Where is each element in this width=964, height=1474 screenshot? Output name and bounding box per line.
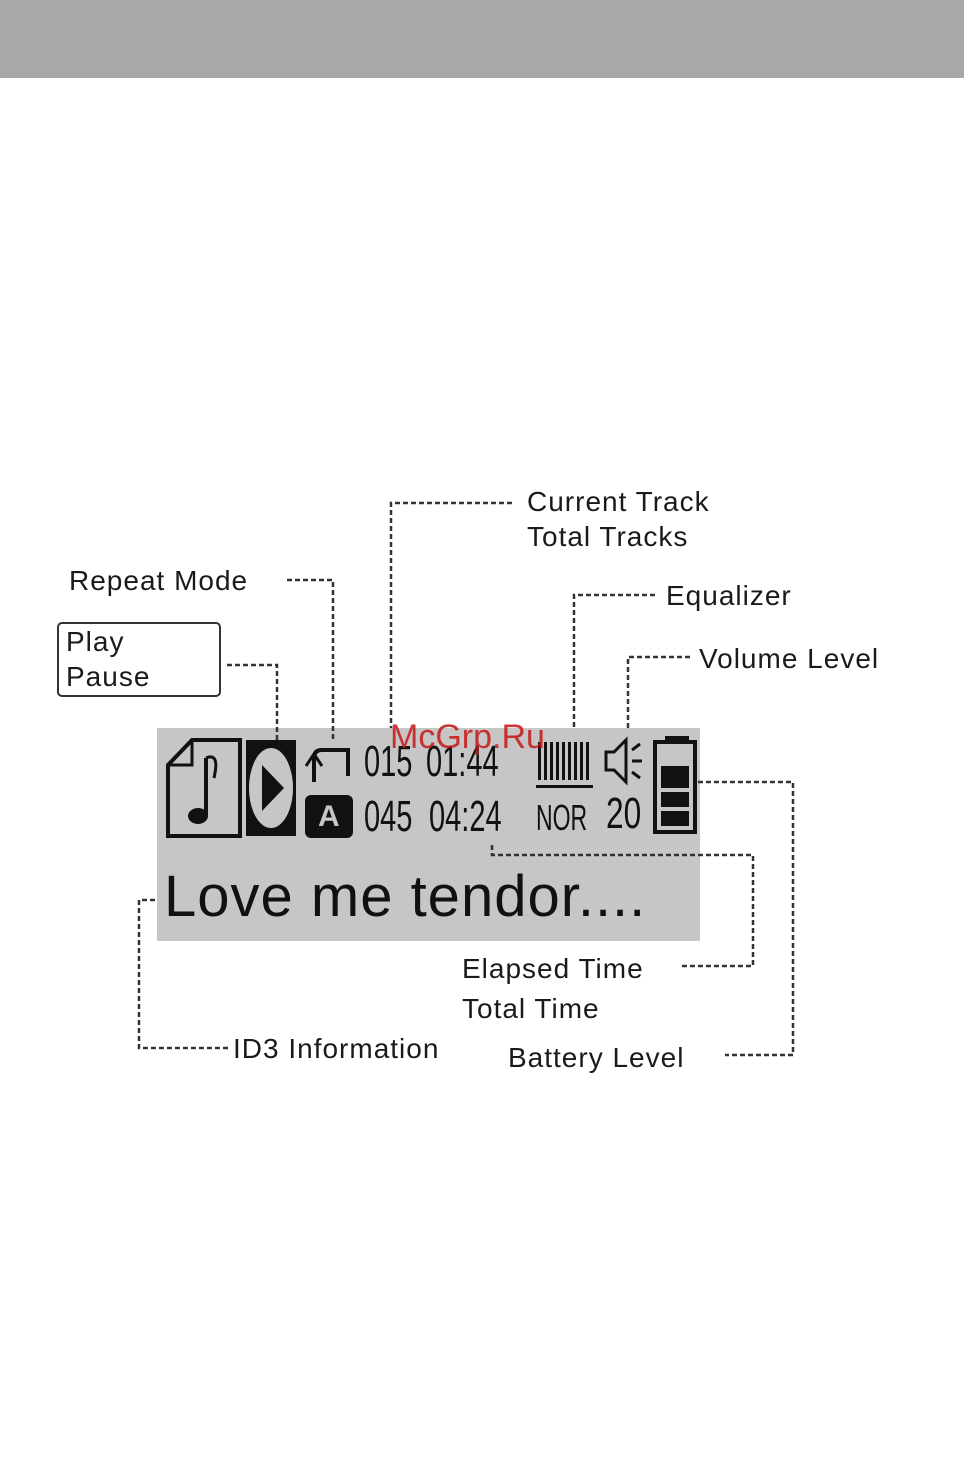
lcd-total-time: 04:24 <box>429 795 502 839</box>
battery-level-label: Battery Level <box>508 1044 684 1072</box>
lcd-total-tracks: 045 <box>364 795 412 839</box>
repeat-mode-leader <box>287 580 333 740</box>
lcd-id3-text: Love me tendor.... <box>164 868 646 926</box>
pause-label: Pause <box>66 663 150 691</box>
repeat-mode-label: Repeat Mode <box>69 567 248 595</box>
music-note-icon <box>168 740 240 836</box>
elapsed-time-label: Elapsed Time <box>462 955 644 983</box>
play-label: Play <box>66 628 124 656</box>
lcd-volume: 20 <box>606 792 641 836</box>
volume-level-label: Volume Level <box>699 645 879 673</box>
equalizer-leader <box>574 595 655 730</box>
play-pause-leader <box>227 665 277 740</box>
id3-information-label: ID3 Information <box>233 1035 439 1063</box>
battery-leader <box>698 782 793 1055</box>
play-circle-icon <box>246 740 296 836</box>
equalizer-label: Equalizer <box>666 582 792 610</box>
volume-leader <box>628 657 690 730</box>
current-track-label: Current Track <box>527 488 710 516</box>
total-time-label: Total Time <box>462 995 600 1023</box>
watermark: McGrp.Ru <box>390 720 545 754</box>
total-tracks-label: Total Tracks <box>527 523 688 551</box>
current-track-leader <box>391 503 512 728</box>
speaker-icon <box>606 740 642 782</box>
battery-icon <box>655 736 695 832</box>
lcd-eq-mode: NOR <box>536 800 587 836</box>
repeat-badge: A <box>318 802 340 832</box>
